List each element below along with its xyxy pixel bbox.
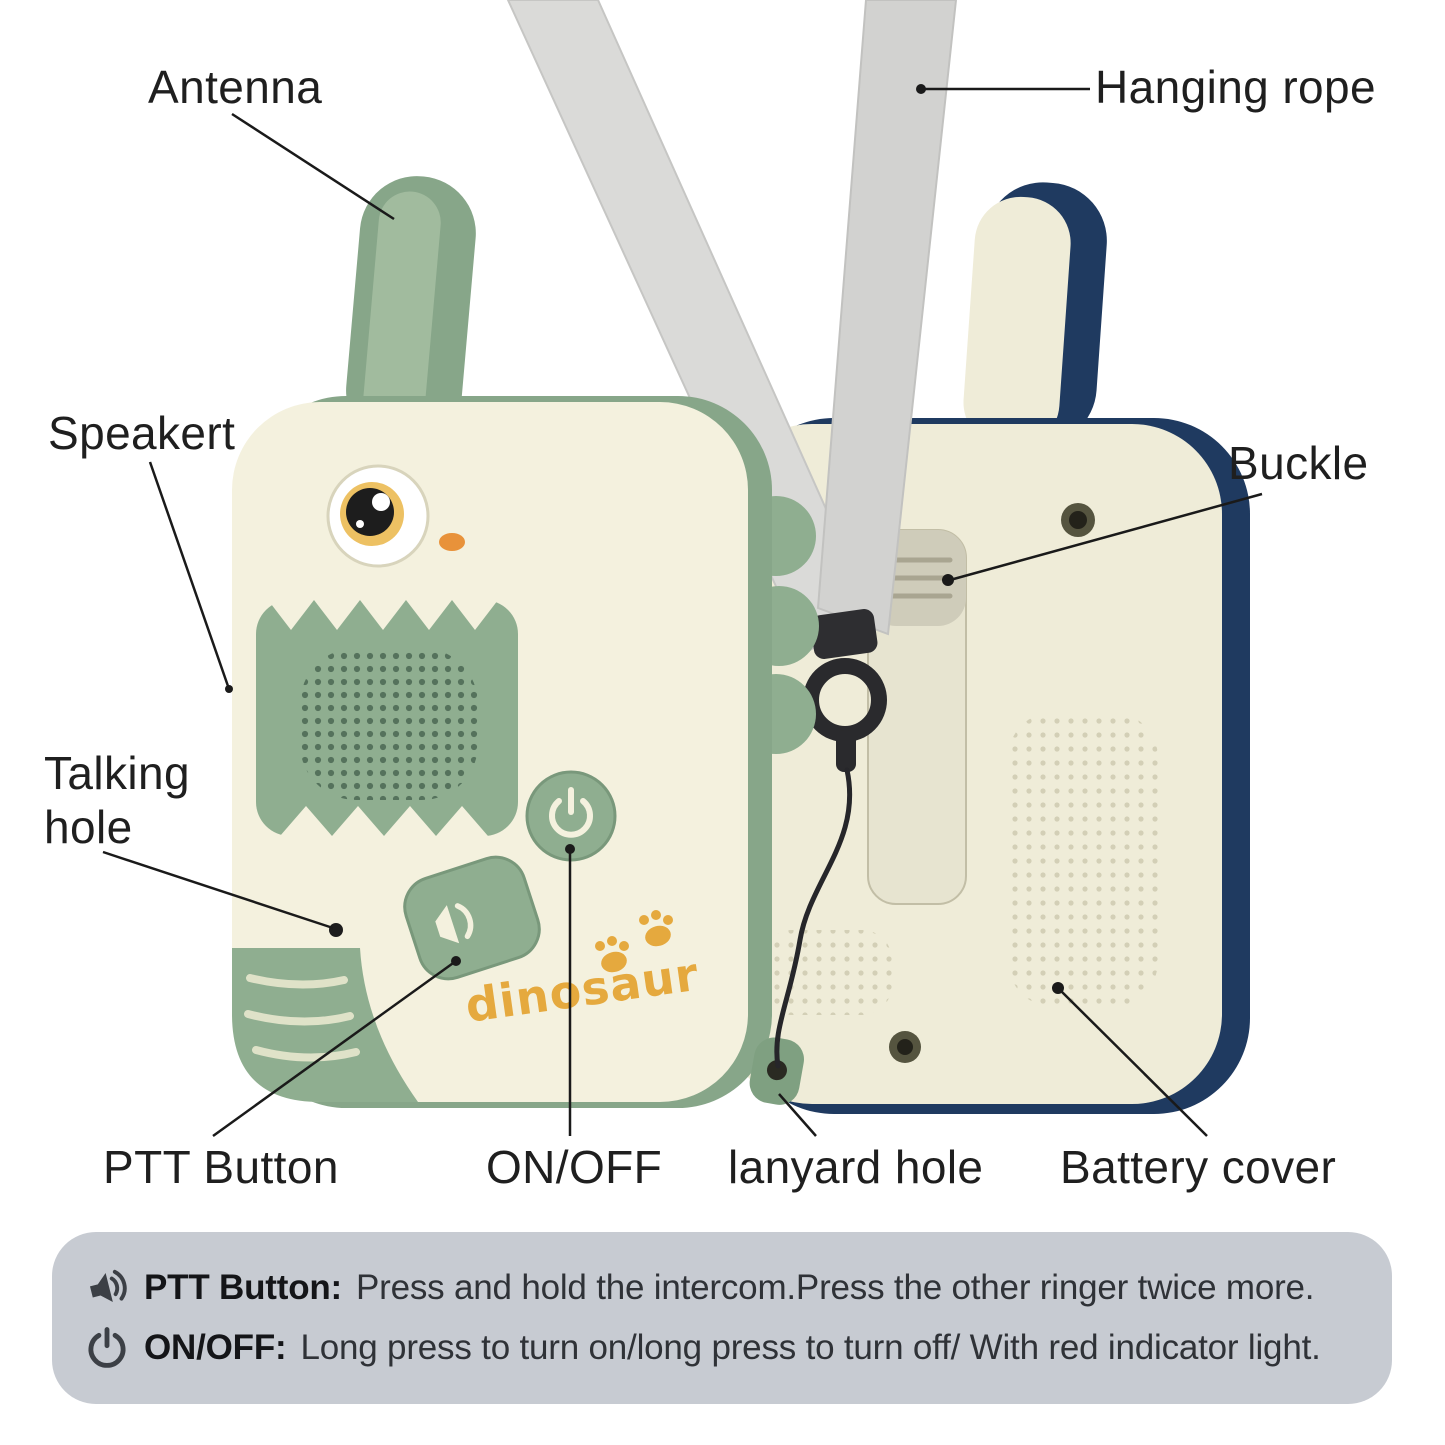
label-talking-hole: Talking hole bbox=[44, 747, 190, 854]
leader-lanyard-hole bbox=[778, 1093, 817, 1137]
leader-lines bbox=[102, 87, 1263, 1138]
talking-hole-dot bbox=[329, 923, 343, 937]
leader-battery-cover bbox=[1057, 987, 1208, 1137]
back-top-hole-inner bbox=[1069, 511, 1087, 529]
instruction-title: ON/OFF: bbox=[144, 1328, 287, 1367]
back-dot-texture-2 bbox=[762, 930, 892, 1015]
back-dot-texture bbox=[1008, 712, 1158, 1007]
talking-hole-area bbox=[232, 923, 418, 1102]
lanyard-hole-tab bbox=[749, 1037, 804, 1105]
label-antenna: Antenna bbox=[148, 61, 323, 113]
power-icon bbox=[84, 1325, 130, 1371]
leader-speaker bbox=[148, 461, 231, 690]
speaker-holes bbox=[300, 648, 478, 800]
label-ptt-button: PTT Button bbox=[103, 1141, 339, 1193]
leader-buckle bbox=[949, 492, 1263, 582]
instruction-text: Press and hold the intercom.Press the ot… bbox=[356, 1268, 1315, 1307]
back-antenna bbox=[963, 182, 1107, 449]
leader-antenna bbox=[231, 112, 395, 221]
dino-nose bbox=[439, 533, 465, 551]
leader-ptt bbox=[212, 959, 457, 1138]
label-speaker: Speakert bbox=[48, 407, 236, 459]
instruction-row-onoff: ON/OFF: Long press to turn on/long press … bbox=[84, 1325, 1360, 1371]
label-on-off: ON/OFF bbox=[486, 1141, 663, 1193]
leader-talking-hole bbox=[102, 850, 334, 930]
lanyard-cord bbox=[774, 767, 853, 1069]
paw-prints bbox=[595, 910, 673, 973]
label-buckle: Buckle bbox=[1228, 437, 1369, 489]
speaker-grill bbox=[256, 600, 518, 836]
label-hanging-rope: Hanging rope bbox=[1095, 61, 1377, 113]
instruction-text: Long press to turn on/long press to turn… bbox=[300, 1328, 1321, 1367]
ptt-speaker-glyph bbox=[435, 905, 460, 944]
front-walkie-talkie: dinosaur bbox=[232, 176, 819, 1108]
power-glyph bbox=[549, 798, 593, 838]
label-lanyard-hole: lanyard hole bbox=[728, 1141, 984, 1193]
label-battery-cover: Battery cover bbox=[1060, 1141, 1337, 1193]
hanging-rope-strap bbox=[506, 0, 958, 654]
dino-eye bbox=[326, 464, 430, 568]
ptt-speaker-icon bbox=[84, 1265, 130, 1311]
power-button bbox=[525, 770, 617, 862]
instruction-panel: PTT Button: Press and hold the intercom.P… bbox=[52, 1232, 1392, 1404]
leader-dots bbox=[225, 84, 1064, 994]
instruction-title: PTT Button: bbox=[144, 1268, 343, 1307]
back-bottom-hole-inner bbox=[897, 1039, 913, 1055]
ptt-button bbox=[403, 855, 541, 981]
instruction-row-ptt: PTT Button: Press and hold the intercom.P… bbox=[84, 1265, 1360, 1311]
front-antenna bbox=[346, 176, 476, 448]
